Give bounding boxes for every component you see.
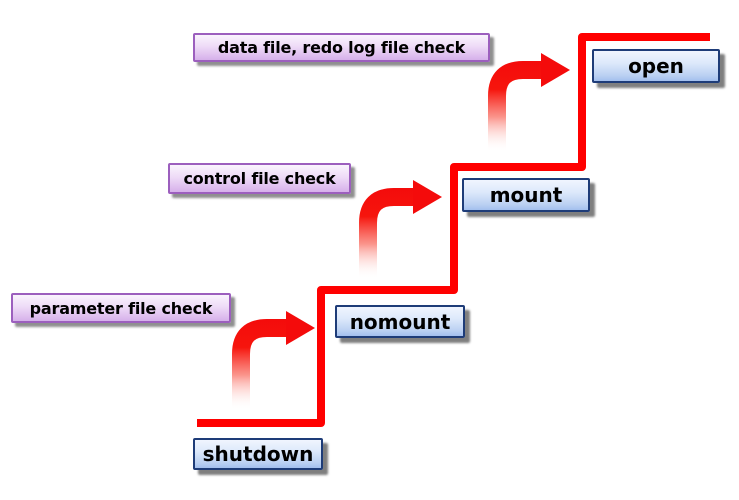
stage-label-open: open [628,54,684,78]
check-label-datafile-redolog: data file, redo log file check [217,38,466,57]
curved-arrow-icon-1 [232,311,315,408]
check-box-control-file: control file check [168,163,351,194]
staircase-line [197,33,710,427]
stage-box-mount: mount [462,178,590,212]
stage-box-nomount: nomount [335,305,465,338]
check-label-parameter-file: parameter file check [29,298,213,318]
check-box-datafile-redolog: data file, redo log file check [193,33,490,62]
stage-label-mount: mount [489,183,563,207]
stage-label-shutdown: shutdown [202,442,314,466]
curved-arrow-icon-3 [488,53,570,150]
curved-arrow-icon-2 [359,180,442,277]
stage-box-open: open [592,49,720,83]
stage-box-shutdown: shutdown [193,438,323,470]
stage-label-nomount: nomount [349,309,451,334]
check-label-control-file: control file check [183,169,336,188]
check-box-parameter-file: parameter file check [11,293,231,323]
